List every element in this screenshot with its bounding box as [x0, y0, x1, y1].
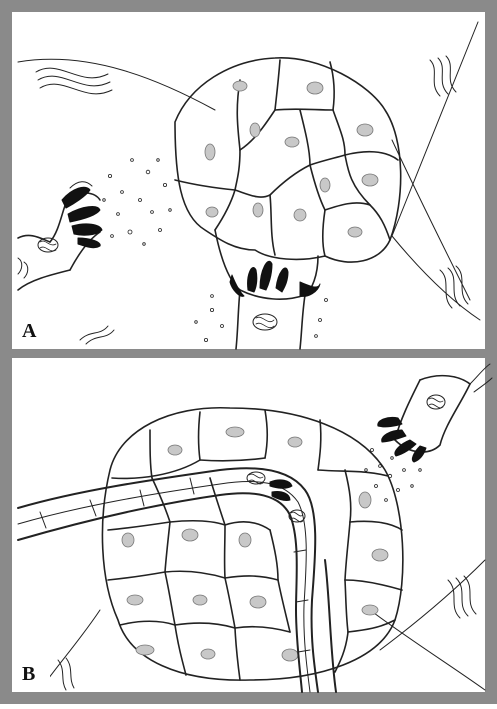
cell-nucleus [182, 529, 198, 541]
cell-nucleus [205, 144, 215, 160]
cell-nucleus [201, 649, 215, 659]
cell-nucleus [282, 649, 298, 661]
cell-nucleus [250, 123, 260, 137]
cell-nucleus [288, 437, 302, 447]
cell-nucleus [168, 445, 182, 455]
cell-nucleus [253, 203, 263, 217]
cell-nucleus [239, 533, 251, 547]
cell-nucleus [226, 427, 244, 437]
cell-nucleus [285, 137, 299, 147]
cell-nucleus [362, 605, 378, 615]
cell-nucleus [320, 178, 330, 192]
cell-nucleus [136, 645, 154, 655]
cell-nucleus [348, 227, 362, 237]
cell-nucleus [122, 533, 134, 547]
cell-nucleus [233, 81, 247, 91]
cell-border [275, 109, 333, 110]
cell-nucleus [127, 595, 143, 605]
cell-nucleus [307, 82, 323, 94]
cell-nucleus [250, 596, 266, 608]
panel-a [12, 12, 485, 349]
panel-a-label: A [22, 320, 36, 343]
cell-nucleus [362, 174, 378, 186]
panel-b-label: B [22, 663, 35, 686]
panel-b [12, 358, 492, 692]
cell-nucleus [206, 207, 218, 217]
cell-nucleus [372, 549, 388, 561]
cell-nucleus [359, 492, 371, 508]
cell-nucleus [294, 209, 306, 221]
cell-nucleus [193, 595, 207, 605]
cell-nucleus [357, 124, 373, 136]
